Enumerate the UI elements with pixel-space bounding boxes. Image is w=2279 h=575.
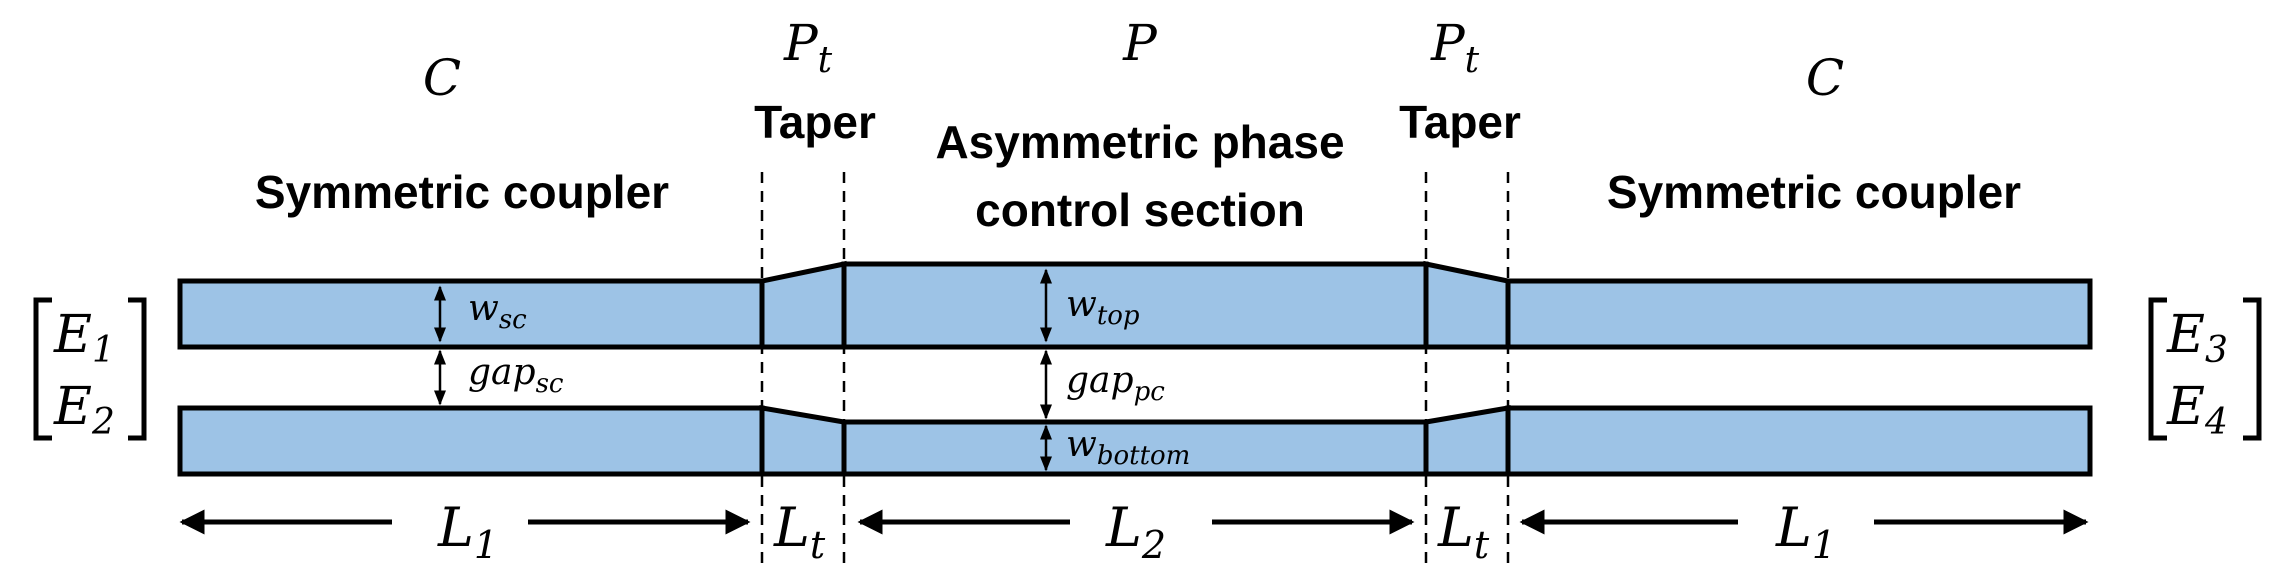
output-e3: E3 (2166, 305, 2228, 371)
l1-right-label: L1 (1775, 496, 1836, 567)
gap-pc-label: gappc (1066, 360, 1165, 407)
waveguide-bottom-coupler-left (177, 405, 765, 477)
input-e2: E2 (53, 377, 115, 443)
right-bracket (2243, 297, 2262, 441)
waveguide-top-taper-right (1423, 260, 1511, 350)
right-bracket (128, 297, 147, 441)
taper-right-label: Taper (1399, 96, 1521, 148)
l1-left-label: L1 (437, 496, 498, 567)
waveguide-top-taper-left (759, 260, 847, 350)
w-top-label: wtop (1066, 284, 1140, 331)
waveguide-bottom-taper-right (1423, 405, 1511, 477)
taper-right-symbol: Pt (1430, 14, 1480, 81)
phase-section-label-line1: Asymmetric phase (935, 116, 1344, 168)
waveguide-top-coupler-right (1505, 278, 2093, 350)
waveguide-bottom-phase-section (841, 419, 1429, 477)
output-vector: E3 E4 (2148, 297, 2262, 443)
phase-section-symbol: P (1122, 14, 1158, 72)
coupler-right-label: Symmetric coupler (1607, 166, 2021, 218)
coupler-left-label: Symmetric coupler (255, 166, 669, 218)
l2-label: L2 (1105, 496, 1166, 567)
input-e1: E1 (53, 305, 115, 371)
output-e4: E4 (2166, 377, 2228, 443)
taper-left-symbol: Pt (783, 14, 833, 81)
lt-right-label: Lt (1437, 496, 1490, 567)
coupler-left-symbol: C (423, 49, 461, 107)
waveguide-bottom-taper-left (759, 405, 847, 477)
w-bottom-label: wbottom (1066, 424, 1190, 471)
lt-left-label: Lt (773, 496, 826, 567)
gap-sc-label: gapsc (468, 352, 564, 399)
phase-section-label-line2: control section (975, 184, 1305, 236)
left-bracket (33, 297, 52, 441)
taper-left-label: Taper (754, 96, 876, 148)
waveguide-top-coupler-left (177, 278, 765, 350)
w-sc-label: wsc (468, 288, 527, 335)
coupler-right-symbol: C (1806, 49, 1844, 107)
left-bracket (2148, 297, 2167, 441)
input-vector: E1 E2 (33, 297, 147, 443)
waveguide-top-phase-section (841, 261, 1429, 350)
waveguide-bottom-coupler-right (1505, 405, 2093, 477)
